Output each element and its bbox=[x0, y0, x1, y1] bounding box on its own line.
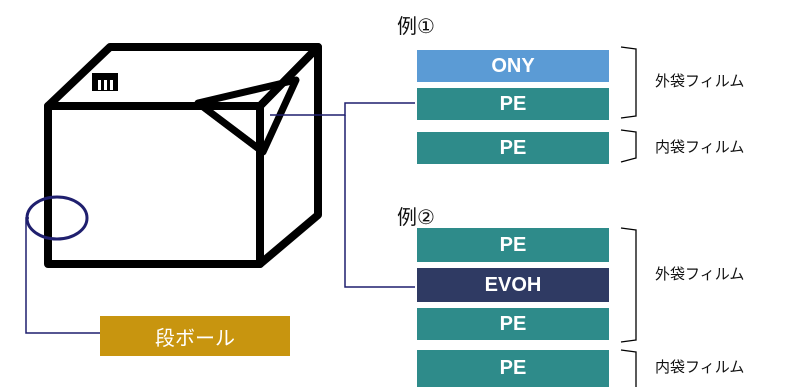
layer-pe: PE bbox=[417, 88, 609, 120]
handle-hole-icon bbox=[92, 73, 118, 91]
layer-ony: ONY bbox=[417, 50, 609, 82]
example1-leader-line bbox=[270, 102, 415, 116]
example1-inner-bracket bbox=[620, 129, 637, 163]
example2-outer-label: 外袋フィルム bbox=[655, 265, 745, 283]
example1-outer-bracket bbox=[620, 46, 637, 119]
cardboard-highlight-ellipse bbox=[25, 195, 89, 241]
example2-leader-line bbox=[344, 115, 415, 288]
example2-title: 例② bbox=[397, 205, 435, 229]
cardboard-label: 段ボール bbox=[100, 316, 290, 356]
layer-pe: PE bbox=[417, 228, 609, 262]
box-top-face bbox=[44, 43, 322, 110]
example2-inner-bracket bbox=[620, 349, 637, 387]
example1-title: 例① bbox=[397, 14, 435, 38]
cardboard-leader-line bbox=[25, 217, 100, 334]
layer-pe: PE bbox=[417, 132, 609, 164]
layer-evoh: EVOH bbox=[417, 268, 609, 302]
layer-pe: PE bbox=[417, 308, 609, 340]
box-illustration bbox=[44, 43, 322, 268]
example1-outer-label: 外袋フィルム bbox=[655, 72, 745, 90]
example2-outer-bracket bbox=[620, 227, 637, 343]
example2-inner-label: 内袋フィルム bbox=[655, 358, 745, 376]
example1-inner-label: 内袋フィルム bbox=[655, 138, 745, 156]
layer-pe: PE bbox=[417, 350, 609, 387]
box-side-face bbox=[256, 43, 322, 268]
